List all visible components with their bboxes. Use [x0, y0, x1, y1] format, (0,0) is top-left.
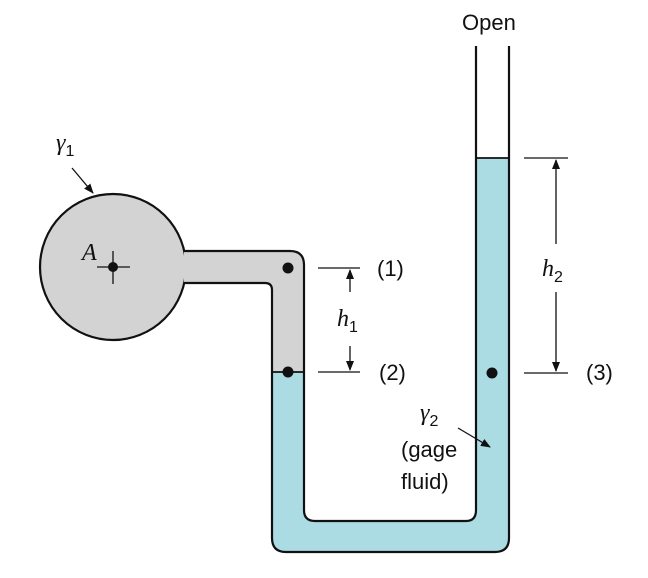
pipe-outer-wall [184, 46, 478, 523]
gamma2-arrow [457, 427, 491, 448]
point-1-dot [282, 262, 294, 274]
point-2-dot [282, 366, 294, 378]
gamma1-arrow [71, 167, 94, 194]
point-3-dot [486, 367, 498, 379]
fluid-1-column [184, 251, 304, 372]
point-2-label: (2) [379, 360, 406, 385]
gage-fluid-column [272, 158, 509, 552]
h1-label: h1 [337, 306, 358, 336]
gamma1-label: γ1 [56, 130, 74, 160]
gamma2-label: γ2 [420, 400, 438, 430]
point-1-label: (1) [377, 256, 404, 281]
h2-label: h2 [542, 256, 563, 286]
point-3-label: (3) [586, 360, 613, 385]
gage-fluid-line1: (gage [401, 437, 457, 462]
pipe-inner-wall [184, 46, 511, 554]
gage-fluid-line2: fluid) [401, 469, 449, 494]
point-a-label: A [80, 240, 97, 266]
open-label: Open [462, 10, 516, 35]
point-a-crosshair [97, 251, 130, 284]
